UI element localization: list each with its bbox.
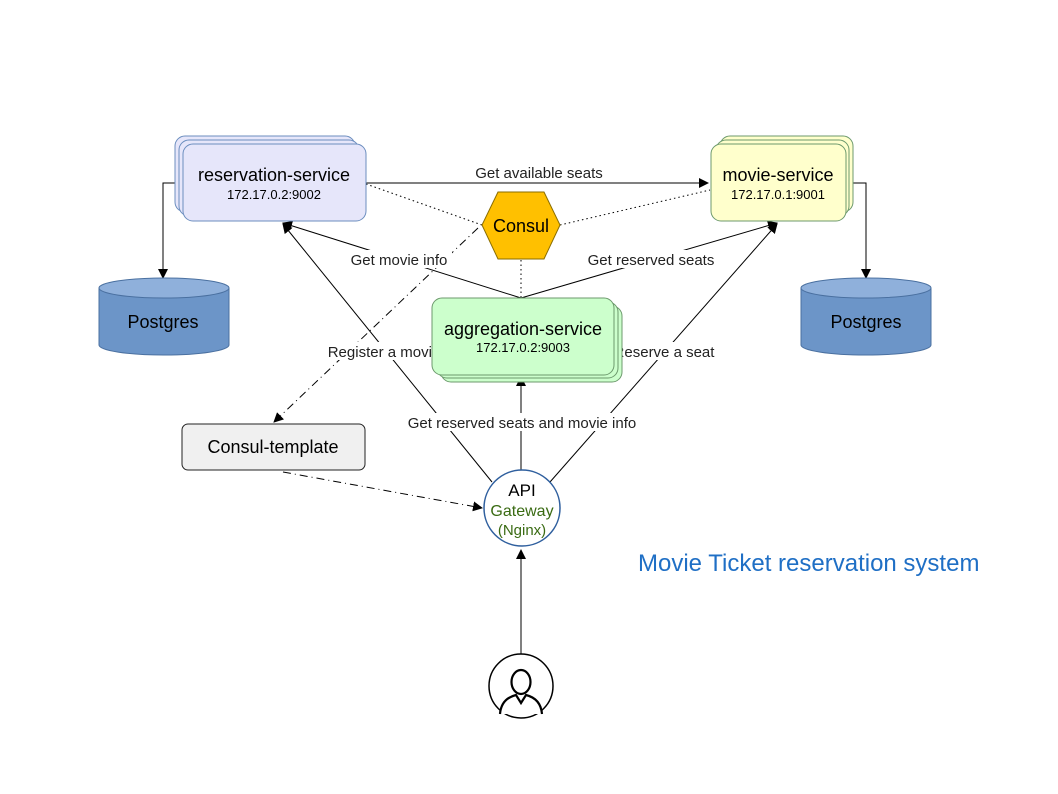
label-bg (609, 342, 721, 360)
postgres-right-label: Postgres (830, 312, 901, 332)
edge-reservation-to-postgres (158, 182, 179, 279)
label-bg (322, 342, 446, 360)
postgres-right-db[interactable]: Postgres (800, 277, 932, 356)
movie-service-node[interactable]: movie-service 172.17.0.1:9001 (710, 135, 854, 222)
aggregation-service-address: 172.17.0.2:9003 (476, 340, 570, 355)
label-get-reserved-and-info: Get reserved seats and movie info (408, 415, 636, 432)
aggregation-service-node[interactable]: aggregation-service 172.17.0.2:9003 (431, 297, 623, 383)
reservation-service-name: reservation-service (198, 165, 350, 185)
label-get-movie-info: Get movie info (351, 252, 448, 269)
label-get-available-seats: Get available seats (475, 165, 603, 182)
label-bg (344, 250, 452, 268)
movie-service-name: movie-service (722, 165, 833, 185)
label-register-movie: Register a movie (328, 344, 441, 361)
gateway-line3: (Nginx) (498, 522, 546, 539)
consul-hexagon (481, 191, 561, 260)
movie-service-address: 172.17.0.1:9001 (731, 187, 825, 202)
label-get-reserved-seats: Get reserved seats (588, 252, 715, 269)
postgres-left-label: Postgres (127, 312, 198, 332)
reservation-service-node[interactable]: reservation-service 172.17.0.2:9002 (174, 135, 367, 222)
api-gateway-node[interactable]: API Gateway (Nginx) (483, 469, 561, 547)
postgres-left-db[interactable]: Postgres (98, 277, 230, 356)
label-bg (398, 413, 648, 431)
user-icon (488, 653, 554, 719)
diagram-title: Movie Ticket reservation system (638, 550, 980, 577)
label-reserve-seat: Reserve a seat (614, 344, 716, 361)
aggregation-service-name: aggregation-service (444, 319, 602, 339)
consul-template-label: Consul-template (207, 437, 338, 457)
label-bg (580, 250, 722, 268)
consul-node[interactable]: Consul (481, 191, 561, 260)
consul-label: Consul (493, 216, 549, 236)
gateway-line1: API (508, 481, 535, 500)
gateway-line2: Gateway (490, 503, 553, 520)
label-bg (468, 163, 610, 181)
reservation-service-address: 172.17.0.2:9002 (227, 187, 321, 202)
consul-template-node[interactable]: Consul-template (181, 423, 366, 471)
edge-template-to-gateway (282, 471, 483, 512)
edge-consul-reservation (365, 183, 483, 226)
edge-consul-movie (559, 189, 711, 226)
